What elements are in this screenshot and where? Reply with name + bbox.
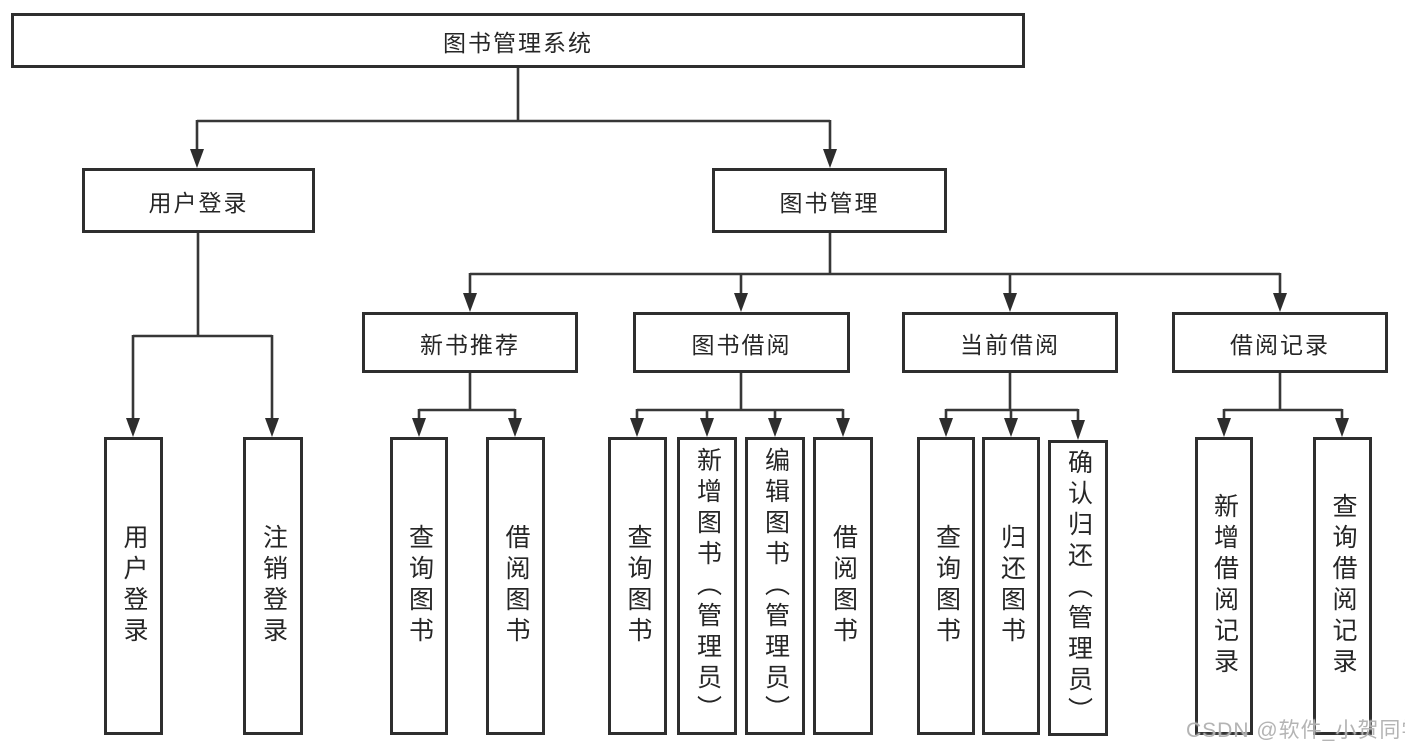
node-label: 图书管理 [779,189,880,216]
node-label: 借阅图书 [502,524,530,648]
leaf-add-borrow-record: 新增借阅记录 [1195,437,1253,735]
csdn-watermark: CSDN @软件_小贺同学 [1186,719,1405,742]
node-label: 用户登录 [120,524,148,648]
node-new-book-recommend: 新书推荐 [362,312,578,373]
leaf-borrow-books: 借阅图书 [813,437,873,735]
node-borrow-record: 借阅记录 [1172,312,1388,373]
node-label: 查询图书 [624,524,652,648]
leaf-add-books-admin: 新增图书（管理员） [677,437,737,735]
node-book-borrow: 图书借阅 [633,312,850,373]
leaf-confirm-return-admin: 确认归还（管理员） [1048,440,1108,736]
node-label: 新书推荐 [420,331,520,358]
node-label: 新增图书（管理员） [693,446,722,726]
node-user-login-branch: 用户登录 [82,168,315,233]
node-label: 借阅图书 [829,524,858,648]
node-label: 新增借阅记录 [1210,493,1239,679]
node-label: 编辑图书（管理员） [761,446,790,726]
leaf-return-books: 归还图书 [982,437,1040,735]
node-label: 借阅记录 [1230,331,1330,358]
leaf-edit-books-admin: 编辑图书（管理员） [745,437,805,735]
node-book-management-branch: 图书管理 [712,168,947,233]
leaf-borrow-books-recommend: 借阅图书 [486,437,545,735]
leaf-query-books-recommend: 查询图书 [390,437,448,735]
node-label: 确认归还（管理员） [1064,448,1093,728]
leaf-query-books-current: 查询图书 [917,437,975,735]
leaf-query-books-borrow: 查询图书 [608,437,667,735]
node-label: 图书借阅 [691,331,792,358]
node-label: 注销登录 [259,524,288,648]
node-label: 归还图书 [997,524,1026,648]
leaf-logout: 注销登录 [243,437,303,735]
node-label: 图书管理系统 [443,29,593,56]
node-label: 用户登录 [148,189,249,216]
leaf-user-login: 用户登录 [104,437,163,735]
node-label: 查询图书 [405,524,434,648]
node-library-management-system: 图书管理系统 [11,13,1025,68]
leaf-query-borrow-record: 查询借阅记录 [1313,437,1372,735]
node-current-borrow: 当前借阅 [902,312,1118,373]
node-label: 当前借阅 [960,331,1060,358]
node-label: 查询图书 [932,524,961,648]
node-label: 查询借阅记录 [1329,493,1357,679]
